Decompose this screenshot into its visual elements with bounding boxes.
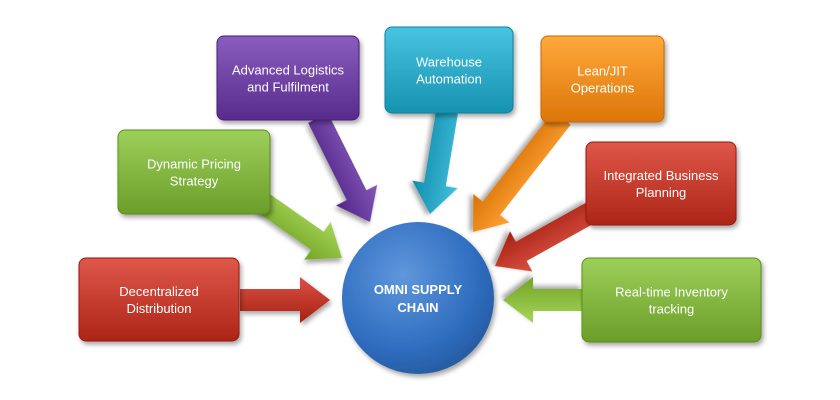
box-label-integrated-business-planning-line-1: Integrated Business [604, 168, 719, 183]
arrow-warehouse-automation [412, 110, 458, 215]
box-shape-warehouse-automation [384, 26, 514, 114]
box-shape-integrated-business-planning [585, 141, 737, 226]
arrow-shape-dynamic-pricing-strategy [255, 192, 342, 260]
box-label-warehouse-automation-line-1: Warehouse [416, 55, 482, 70]
box-label-real-time-inventory-line-1: Real-time Inventory [615, 285, 728, 300]
box-label-integrated-business-planning-line-2: Planning [636, 185, 687, 200]
arrow-decentralized-distribution [240, 277, 330, 323]
box-shape-dynamic-pricing-strategy [117, 129, 271, 215]
center-hub: OMNI SUPPLY CHAIN [342, 222, 494, 374]
box-label-real-time-inventory-line-2: tracking [649, 302, 695, 317]
box-label-dynamic-pricing-strategy-line-1: Dynamic Pricing [147, 157, 241, 172]
center-label-line-2: CHAIN [397, 300, 438, 315]
box-lean-jit-operations: Lean/JIT Operations [540, 35, 665, 123]
arrow-shape-real-time-inventory [503, 277, 582, 323]
box-shape-real-time-inventory [581, 257, 762, 343]
box-label-advanced-logistics-line-2: and Fulfilment [247, 80, 329, 95]
box-label-warehouse-automation-line-2: Automation [416, 72, 482, 87]
box-label-lean-jit-operations-line-2: Operations [571, 81, 635, 96]
arrow-dynamic-pricing-strategy [255, 192, 342, 260]
center-circle [342, 222, 494, 374]
box-label-lean-jit-operations-line-1: Lean/JIT [577, 64, 628, 79]
box-real-time-inventory: Real-time Inventory tracking [581, 257, 762, 343]
arrow-lean-jit-operations [473, 111, 571, 232]
arrow-advanced-logistics [308, 113, 378, 223]
center-label-line-1: OMNI SUPPLY [374, 282, 463, 297]
arrow-real-time-inventory [503, 277, 582, 323]
connector-arrows [240, 110, 598, 323]
arrow-shape-lean-jit-operations [473, 111, 571, 232]
box-shape-decentralized-distribution [78, 257, 240, 342]
arrow-shape-warehouse-automation [412, 110, 458, 215]
box-shape-advanced-logistics [216, 35, 360, 121]
arrow-integrated-business-planning [495, 202, 598, 272]
box-label-advanced-logistics-line-1: Advanced Logistics [232, 63, 345, 78]
arrow-shape-integrated-business-planning [495, 202, 598, 272]
box-shape-lean-jit-operations [540, 35, 665, 123]
box-label-decentralized-distribution-line-1: Decentralized [119, 284, 199, 299]
box-advanced-logistics: Advanced Logistics and Fulfilment [216, 35, 360, 121]
arrow-shape-decentralized-distribution [240, 277, 330, 323]
arrow-shape-advanced-logistics [308, 113, 378, 223]
box-label-decentralized-distribution-line-2: Distribution [126, 301, 191, 316]
box-label-dynamic-pricing-strategy-line-2: Strategy [170, 174, 219, 189]
